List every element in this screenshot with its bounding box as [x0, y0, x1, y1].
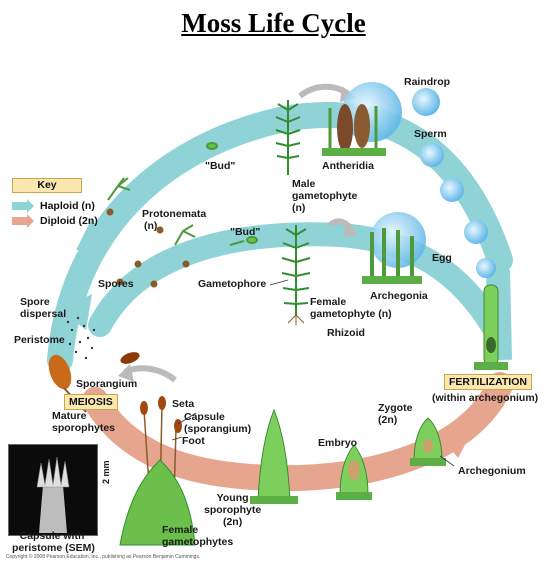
label-raindrop: Raindrop	[404, 76, 450, 88]
label-capsule-sem: Capsule with peristome (SEM)	[12, 530, 92, 554]
legend-diploid: Diploid (2n)	[12, 213, 100, 228]
label-sperm: Sperm	[414, 128, 447, 140]
label-gametophore: Gametophore	[198, 278, 266, 290]
label-egg: Egg	[432, 252, 452, 264]
sem-capsule-picture	[9, 445, 97, 535]
diploid-arrow-icon	[12, 217, 28, 225]
label-spore-dispersal: Spore dispersal	[20, 296, 66, 320]
label-male-gametophyte: Male gametophyte (n)	[292, 178, 357, 214]
legend-haploid: Haploid (n)	[12, 198, 100, 213]
label-zygote: Zygote (2n)	[378, 402, 412, 426]
copyright-text: Copyright © 2008 Pearson Education, Inc.…	[6, 554, 200, 560]
capsule-sem-image	[8, 444, 98, 536]
legend-key: Key Haploid (n) Diploid (2n)	[12, 178, 100, 228]
inner-haploid-arc	[100, 234, 495, 330]
label-peristome: Peristome	[14, 334, 65, 346]
label-young-sporophyte: Young sporophyte (2n)	[204, 492, 261, 528]
label-within-archegonium: (within archegonium)	[432, 392, 538, 404]
label-embryo: Embryo	[318, 437, 357, 449]
fertilization-box: FERTILIZATION	[444, 374, 532, 390]
label-capsule: Capsule (sporangium)	[184, 411, 251, 435]
label-sporangium: Sporangium	[76, 378, 137, 390]
sporangium-drawing	[119, 350, 141, 366]
label-bud-middle: "Bud"	[230, 226, 260, 238]
label-protonemata: Protonemata (n)	[142, 208, 206, 232]
label-archegonium: Archegonium	[458, 465, 526, 477]
label-female-gametophyte: Female gametophyte (n)	[310, 296, 392, 320]
label-foot: Foot	[182, 435, 205, 447]
label-rhizoid: Rhizoid	[327, 327, 365, 339]
label-mature-sporophytes: Mature sporophytes	[52, 410, 115, 434]
meiosis-box: MEIOSIS	[64, 394, 118, 410]
legend-title: Key	[12, 178, 82, 193]
zygote-drawing	[410, 418, 446, 466]
label-scale: 2 mm	[100, 460, 112, 484]
label-antheridia: Antheridia	[322, 160, 374, 172]
haploid-arrow-icon	[12, 202, 28, 210]
label-spores: Spores	[98, 278, 134, 290]
label-bud-top: "Bud"	[205, 160, 235, 172]
label-female-gametophytes: Female gametophytes	[162, 524, 233, 548]
label-seta: Seta	[172, 398, 194, 410]
